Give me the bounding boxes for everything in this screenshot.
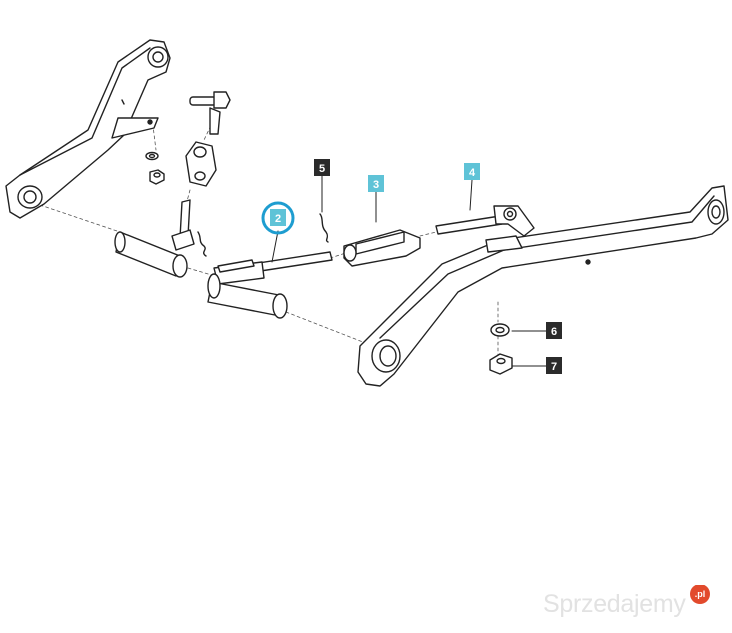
right-tube: [207, 273, 288, 319]
callout-5-label: 5: [319, 163, 325, 175]
left-rod-end: [171, 199, 195, 251]
part-3-turnbuckle: [343, 229, 421, 267]
left-coupler: [185, 141, 217, 187]
left-lift-arm: [5, 39, 171, 219]
left-nut: [149, 169, 165, 185]
part-5-cotter-pin: [319, 213, 329, 243]
callout-2: 2: [261, 201, 295, 235]
left-spring-clip: [197, 231, 207, 257]
watermark-dot-icon: [690, 585, 710, 604]
callout-3-label: 3: [373, 179, 379, 191]
left-tube: [114, 231, 188, 278]
callout-7: 7: [546, 357, 562, 374]
sprzedajemy-watermark: Sprzedajemy .pl: [543, 585, 710, 618]
callout-4-label: 4: [469, 167, 476, 179]
part-6-washer: [490, 323, 510, 337]
part-4-rod-end: [435, 205, 535, 237]
callout-4: 4: [464, 163, 480, 180]
leader-lines: [271, 175, 547, 367]
left-clevis-pin: [189, 91, 231, 135]
callout-7-label: 7: [551, 361, 557, 373]
callout-5: 5: [314, 159, 330, 176]
watermark-dot-text: .pl: [695, 589, 706, 599]
callout-2-label: 2: [275, 213, 281, 225]
callout-6: 6: [546, 322, 562, 339]
left-washer: [145, 151, 159, 161]
part-2-pin: [213, 251, 333, 285]
right-lift-arm: [357, 185, 729, 387]
watermark-text: Sprzedajemy: [543, 590, 686, 618]
callout-3: 3: [368, 175, 384, 192]
part-7-nut: [489, 353, 513, 375]
callout-6-label: 6: [551, 326, 557, 338]
